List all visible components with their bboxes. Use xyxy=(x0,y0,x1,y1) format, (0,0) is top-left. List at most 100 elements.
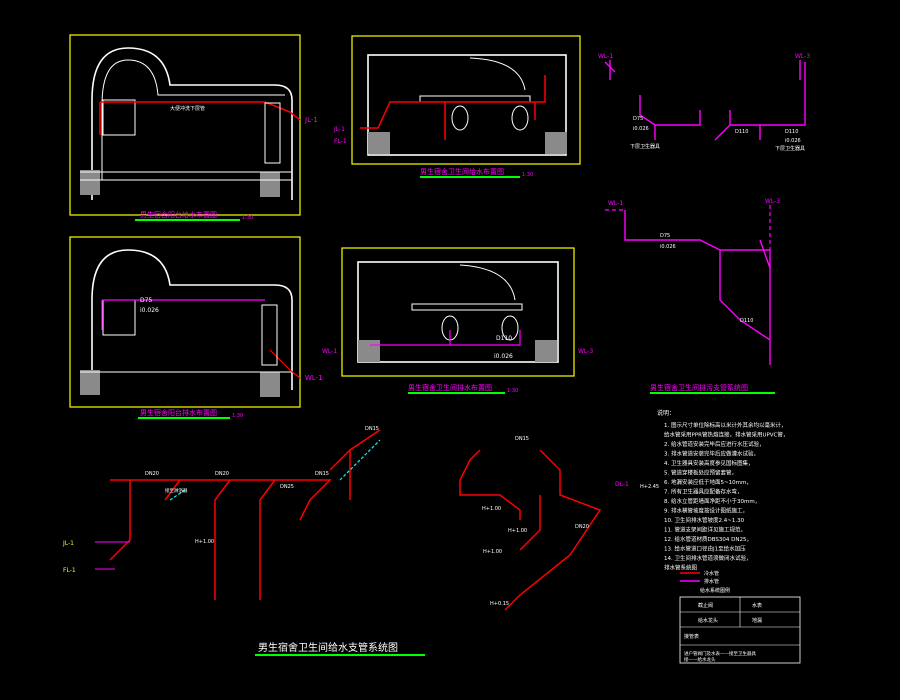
pipe-note: 大便冲洗下层管 xyxy=(170,105,205,112)
legend-item: 排水管 xyxy=(704,578,719,585)
fixture-column xyxy=(264,102,281,164)
fixture-column xyxy=(261,304,278,366)
size-label: D75 xyxy=(140,297,152,304)
fixture-note: 下层卫生器具 xyxy=(630,143,660,150)
size-label: D75 xyxy=(633,116,643,122)
notes-line: 7. 所有卫生器具应配备存水弯， xyxy=(664,488,743,496)
pipe-tag: FL-1 xyxy=(334,138,347,145)
column xyxy=(545,132,567,154)
notes-line: 13. 给水管道口径由J1至给水加压 xyxy=(664,545,746,553)
lead-line xyxy=(95,541,130,570)
pipe-tag: DL-1 xyxy=(615,481,629,488)
drain-isometric-top: D75 i0.026 D110 D110 i0.026 WL-1 WL-3 下层… xyxy=(598,53,810,152)
plan-title: 男生宿舍卫生间给水布置图 xyxy=(420,167,504,176)
slope-label: i0.026 xyxy=(660,244,676,250)
washbasin xyxy=(102,99,136,136)
notes-line: 4. 卫生器具安装高度参见国标图集， xyxy=(664,459,754,467)
drain-pipe xyxy=(459,449,602,611)
design-notes: 说明： 1. 图示尺寸单位除标高以米计外其余均以毫米计， 给水管采用PPR管热熔… xyxy=(657,409,788,572)
legend-cell: 水表 xyxy=(752,602,762,609)
pipe-tag: JL-1 xyxy=(333,126,345,133)
size-label: D110 xyxy=(735,129,748,135)
plan-balcony-supply: JL-1 大便冲洗下层管 男生宿舍阳台给水布置图 1:30 xyxy=(69,34,318,221)
arch-wall-inner xyxy=(101,59,285,180)
arch-wall xyxy=(91,47,293,200)
notes-line: 1. 图示尺寸单位除标高以米计外其余均以毫米计， xyxy=(664,421,787,429)
drain-pipe xyxy=(624,210,771,365)
plan-frame xyxy=(341,247,575,377)
size-label: D75 xyxy=(660,233,670,239)
drain-pipe xyxy=(101,299,265,330)
supply-isometric-left: DN20 DN20 DN15 DN25 DN15 H+1.00 接至淋浴器 JL… xyxy=(62,426,425,656)
height-label: H+1.00 xyxy=(483,549,502,555)
notes-line: 2. 给水管道安装完毕后应进行水压试验， xyxy=(664,440,765,448)
size-label: DN15 xyxy=(515,436,529,442)
slope-label: i0.026 xyxy=(494,353,513,360)
height-label: H+1.00 xyxy=(195,539,214,545)
size-label: D110 xyxy=(496,335,512,342)
plan-title: 男生宿舍阳台排水布置图 xyxy=(140,408,217,417)
plan-scale: 1:30 xyxy=(242,215,253,221)
pipe-tag: WL-3 xyxy=(578,348,593,355)
plan-balcony-drain: D75 i0.026 WL-1 男生宿舍阳台排水布置图 1:30 xyxy=(69,236,323,419)
drain-isometric-main: D75 i0.026 D110 WL-1 WL-3 男生宿舍卫生间排污支管系统图 xyxy=(605,198,780,394)
arch-wall xyxy=(91,249,293,390)
notes-line: 5. 管道穿楼板处应预留套管， xyxy=(664,469,737,477)
squat-toilet xyxy=(451,105,469,131)
room-wall xyxy=(367,54,567,156)
plan-title: 男生宿舍卫生间排水布置图 xyxy=(408,383,492,392)
size-label: D110 xyxy=(785,129,798,135)
partition xyxy=(411,303,523,311)
notes-line: 8. 给水立管距墙面净距不小于30mm， xyxy=(664,497,760,505)
notes-line: 给水管采用PPR管热熔连接，排水管采用UPVC管， xyxy=(664,431,788,439)
plan-toilet-drain: D110 i0.026 WL-1 WL-3 男生宿舍卫生间排水布置图 1:30 xyxy=(322,247,593,394)
drain-pipe xyxy=(714,60,806,141)
pipe-tag: JL-1 xyxy=(304,116,318,124)
pipe-tag: WL-1 xyxy=(598,53,613,60)
column xyxy=(260,172,280,197)
notes-line: 12. 给水管道材质DBS304 DN25， xyxy=(664,535,752,543)
plan-frame xyxy=(69,34,301,216)
slope-label: i0.026 xyxy=(140,307,159,314)
plan-frame xyxy=(351,35,581,165)
height-label: H+1.00 xyxy=(508,528,527,534)
drain-isometric-bottom: H+1.00 H+1.00 H+1.00 H+0.15 H+2.45 DN15 … xyxy=(459,436,659,611)
column xyxy=(535,340,557,362)
room-wall xyxy=(357,261,559,363)
partition xyxy=(419,95,531,103)
pipe-tag: FL-1 xyxy=(63,567,76,574)
pipe-tag: WL-3 xyxy=(765,198,780,205)
slope-label: i0.026 xyxy=(633,126,649,132)
drain-pipe xyxy=(370,330,521,346)
squat-toilet xyxy=(511,105,529,131)
notes-heading: 说明： xyxy=(657,409,675,417)
notes-line: 14. 卫生间排水管道须做闭水试验， xyxy=(664,554,752,562)
plan-title: 男生宿舍阳台给水布置图 xyxy=(140,210,217,219)
pipe-tag: WL-3 xyxy=(795,53,810,60)
plan-scale: 1:30 xyxy=(522,172,533,178)
column xyxy=(368,132,390,154)
washbasin xyxy=(102,299,136,336)
legend-row: 进户管阀门及水表——接至卫生器具 xyxy=(684,650,756,657)
supply-pipe xyxy=(360,75,546,140)
column xyxy=(260,372,280,397)
legend-cell: 地漏 xyxy=(752,617,762,624)
plan-scale: 1:30 xyxy=(507,388,518,394)
supply-pipe xyxy=(99,101,301,135)
size-label: DN15 xyxy=(315,471,329,477)
hot-pipe xyxy=(169,439,381,501)
plan-frame xyxy=(69,236,301,408)
pipe-tag: WL-1 xyxy=(305,374,323,382)
size-label: DN15 xyxy=(365,426,379,432)
notes-line: 11. 管道支架间距详见施工规范， xyxy=(664,526,746,534)
column xyxy=(80,370,100,395)
system-title: 男生宿舍卫生间给水支管系统图 xyxy=(258,641,398,654)
legend: 给水系统图例 冷水管 排水管 截止阀 水表 给水龙头 地漏 接管表 进户管阀门及… xyxy=(679,570,801,664)
legend-heading: 给水系统图例 xyxy=(700,587,730,594)
size-label: D110 xyxy=(740,318,753,324)
legend-cell: 截止阀 xyxy=(698,602,713,609)
drain-pipe-dashed xyxy=(605,205,771,250)
notes-line: 10. 卫生间排水管坡度2.4~1.30 xyxy=(664,516,745,524)
shower-curve xyxy=(469,57,526,91)
